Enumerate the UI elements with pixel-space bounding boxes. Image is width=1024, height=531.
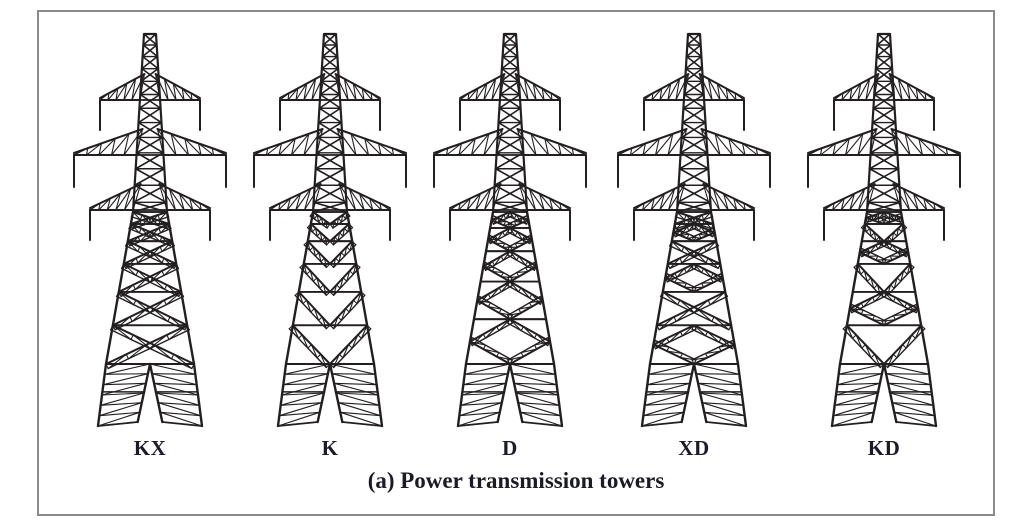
figure-border-frame: KX K D XD KD (a) Power transmission towe… bbox=[37, 10, 995, 516]
transmission-tower-diagram bbox=[73, 32, 961, 428]
tower-kd bbox=[807, 32, 961, 428]
tower-kx bbox=[73, 32, 227, 428]
tower-label-d: D bbox=[502, 436, 518, 460]
tower-label-kd: KD bbox=[867, 436, 901, 460]
tower-d bbox=[433, 32, 587, 428]
figure-caption: (a) Power transmission towers bbox=[367, 468, 665, 493]
tower-label-kx: KX bbox=[133, 436, 167, 460]
tower-label-k: K bbox=[321, 436, 339, 460]
tower-label-xd: XD bbox=[678, 436, 710, 460]
tower-xd bbox=[617, 32, 771, 428]
tower-k bbox=[253, 32, 407, 428]
